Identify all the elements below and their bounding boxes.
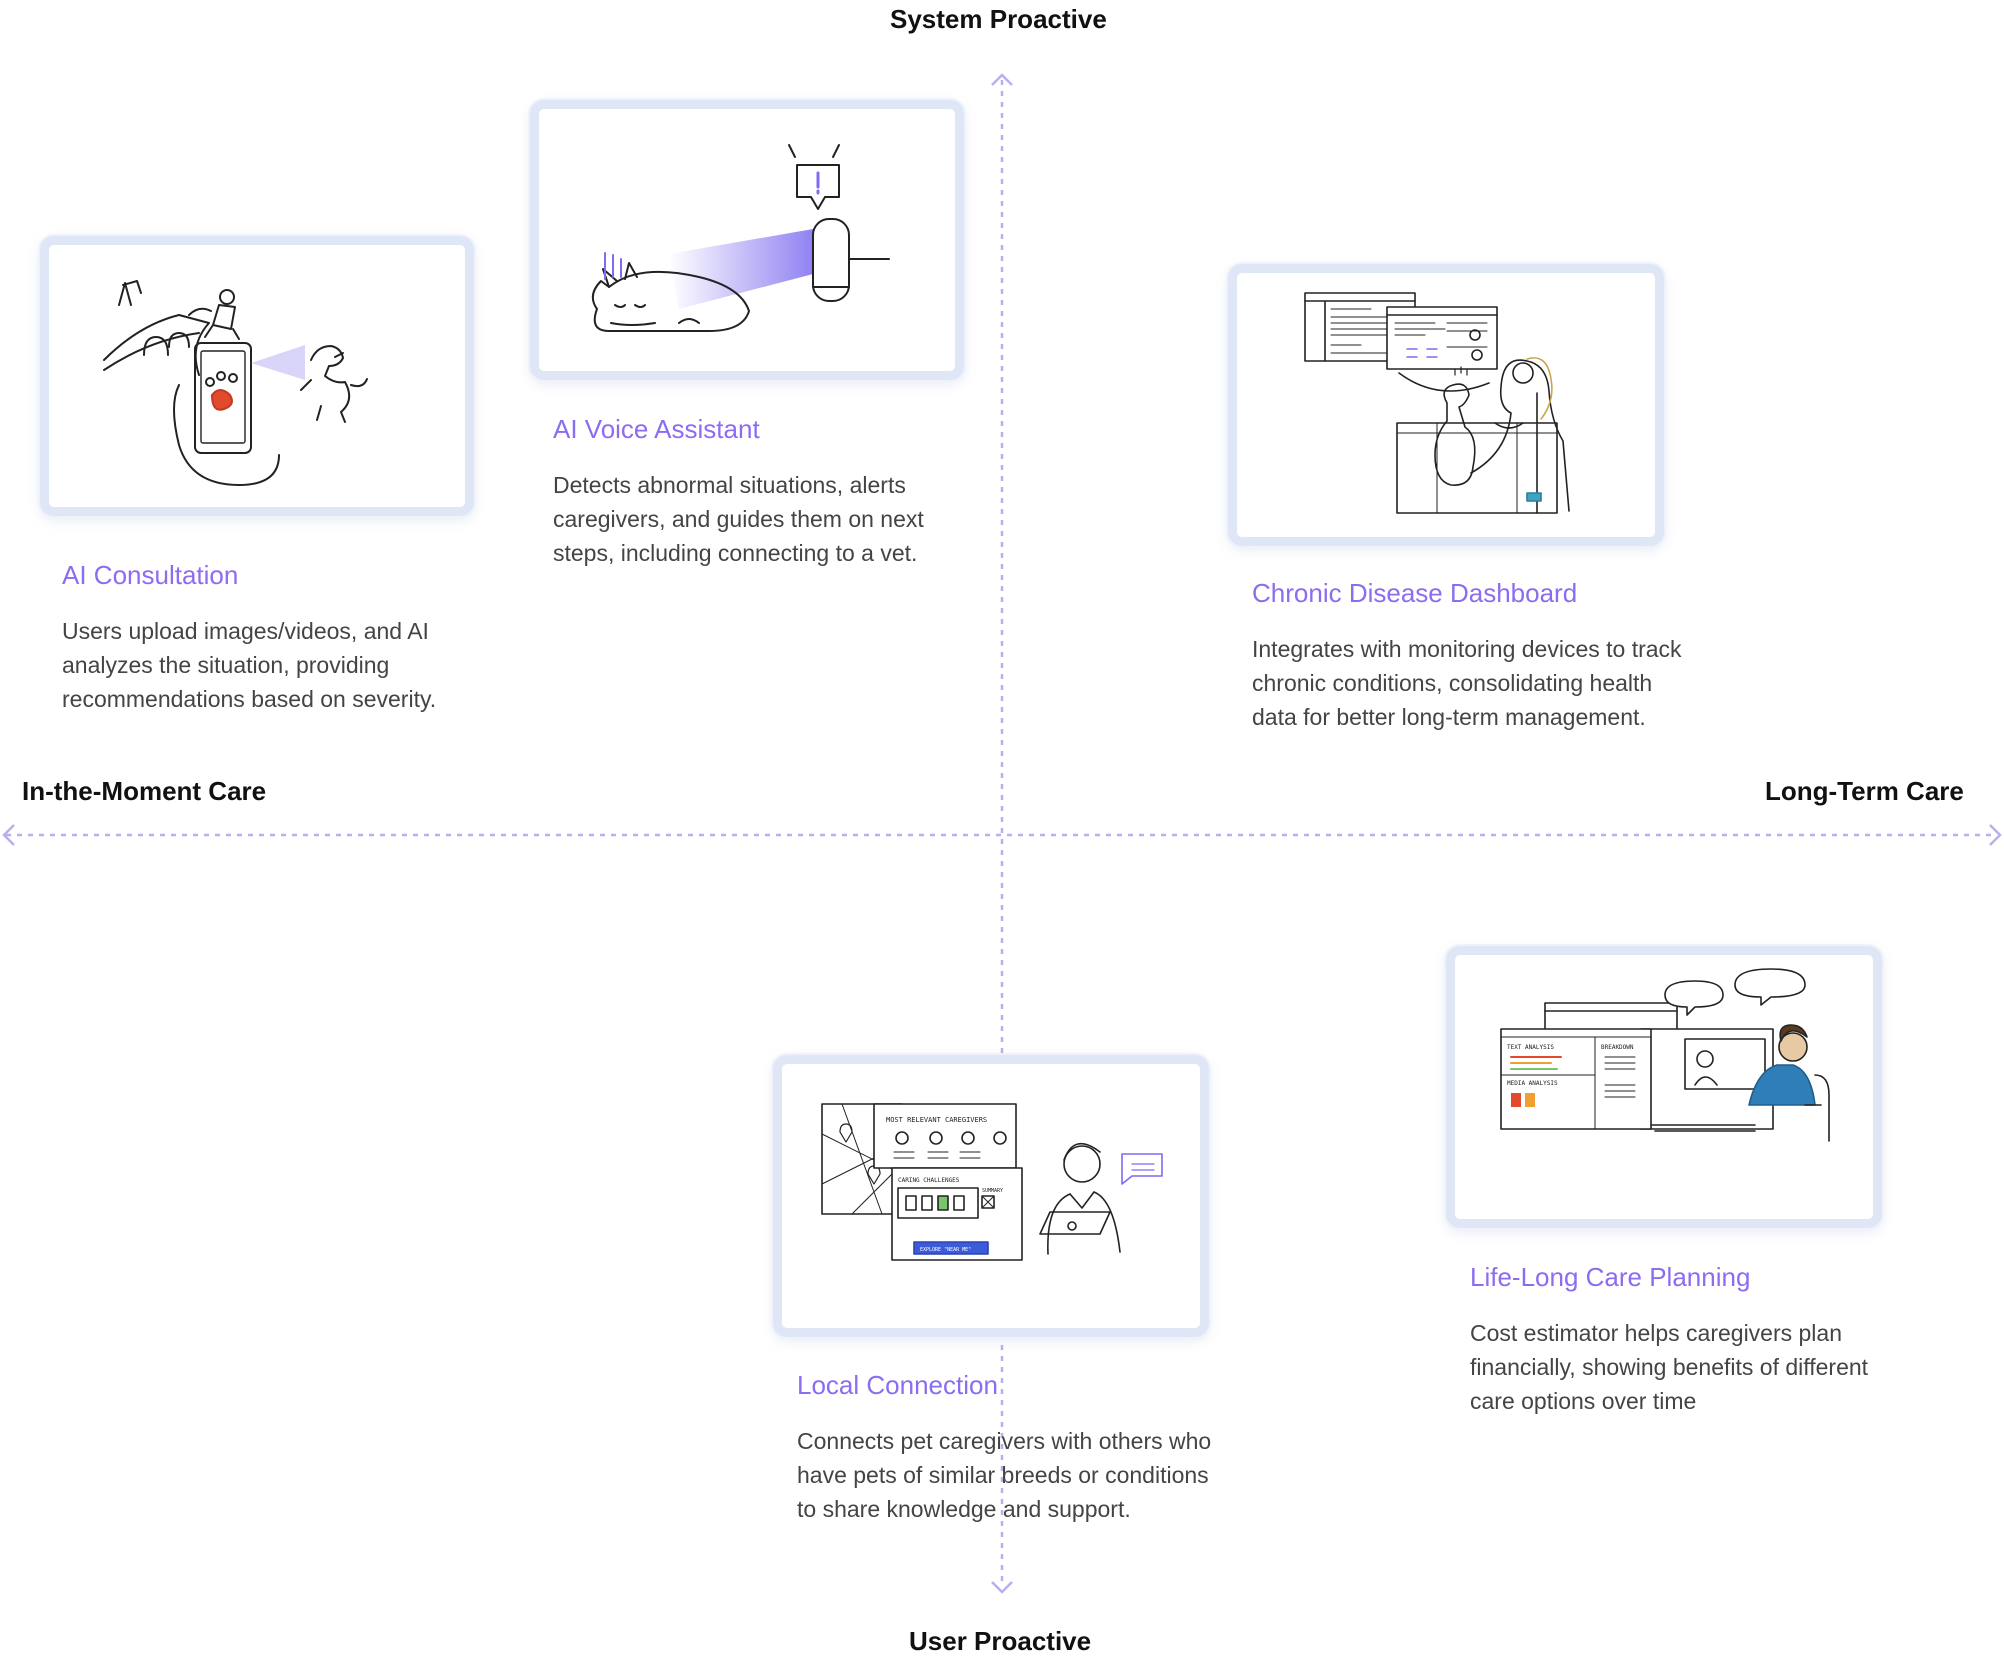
life-long-care-planning-description: Cost estimator helps caregivers plan fin… [1470,1316,1868,1418]
description-line: recommendations based on severity. [62,686,437,712]
chronic-disease-dashboard-card[interactable] [1228,264,1664,546]
pet-photo-analysis-illustration [103,280,368,486]
description-line: steps, including connecting to a vet. [553,540,918,566]
description-line: data for better long-term management. [1252,704,1646,730]
sketch-caregivers-header: MOST RELEVANT CAREGIVERS [886,1116,987,1124]
ai-voice-assistant-title: AI Voice Assistant [553,414,760,444]
arrow-down-icon [991,1581,1013,1594]
ai-voice-assistant-description: Detects abnormal situations, alerts care… [553,468,924,570]
arrow-left-icon [2,824,15,846]
vet-dashboard-illustration [1304,292,1570,514]
axis-label-top: System Proactive [890,4,1107,34]
description-line: analyzes the situation, providing [62,652,390,678]
cost-estimator-illustration: TEXT ANALYSIS BREAKDOWN MEDIA ANALYSIS [1500,968,1830,1142]
chronic-disease-dashboard-title: Chronic Disease Dashboard [1252,578,1578,608]
chronic-disease-dashboard-description: Integrates with monitoring devices to tr… [1252,632,1682,734]
description-line: caregivers, and guides them on next [553,506,924,532]
ai-consultation-card[interactable] [40,236,474,516]
life-long-care-planning-title: Life-Long Care Planning [1470,1262,1751,1292]
ai-consultation-title: AI Consultation [62,560,239,590]
local-connection-title: Local Connection [797,1370,998,1400]
life-long-care-planning-card[interactable]: TEXT ANALYSIS BREAKDOWN MEDIA ANALYSIS [1446,946,1882,1228]
sketch-summary-label: SUMMARY [982,1188,1003,1194]
ai-consultation-description: Users upload images/videos, and AI analy… [62,614,436,716]
sketch-text-analysis: TEXT ANALYSIS [1507,1044,1554,1051]
sketch-media-analysis: MEDIA ANALYSIS [1507,1080,1558,1087]
caregiver-map-illustration: MOST RELEVANT CAREGIVERS CARING CHALLENG… [821,1103,1163,1261]
smart-speaker-cat-illustration [591,144,890,332]
ai-voice-assistant-card[interactable] [530,100,964,380]
description-line: Detects abnormal situations, alerts [553,472,906,498]
description-line: care options over time [1470,1388,1697,1414]
arrow-up-icon [991,73,1013,86]
description-line: Connects pet caregivers with others who [797,1428,1212,1454]
description-line: Integrates with monitoring devices to tr… [1252,636,1682,662]
local-connection-card[interactable]: MOST RELEVANT CAREGIVERS CARING CHALLENG… [773,1055,1209,1337]
axis-label-left: In-the-Moment Care [22,776,267,806]
description-line: have pets of similar breeds or condition… [797,1462,1209,1488]
axis-label-bottom: User Proactive [909,1626,1092,1656]
sketch-breakdown: BREAKDOWN [1601,1044,1634,1051]
arrow-right-icon [1989,824,2002,846]
description-line: chronic conditions, consolidating health [1252,670,1653,696]
sketch-challenges-panel: CARING CHALLENGES [898,1177,960,1184]
description-line: Cost estimator helps caregivers plan [1470,1320,1842,1346]
description-line: Users upload images/videos, and AI [62,618,429,644]
description-line: financially, showing benefits of differe… [1470,1354,1869,1380]
axis-label-right: Long-Term Care [1765,776,1964,806]
description-line: to share knowledge and support. [797,1496,1131,1522]
local-connection-description: Connects pet caregivers with others who … [797,1424,1211,1526]
sketch-explore-button: EXPLORE "NEAR ME" [920,1247,971,1253]
